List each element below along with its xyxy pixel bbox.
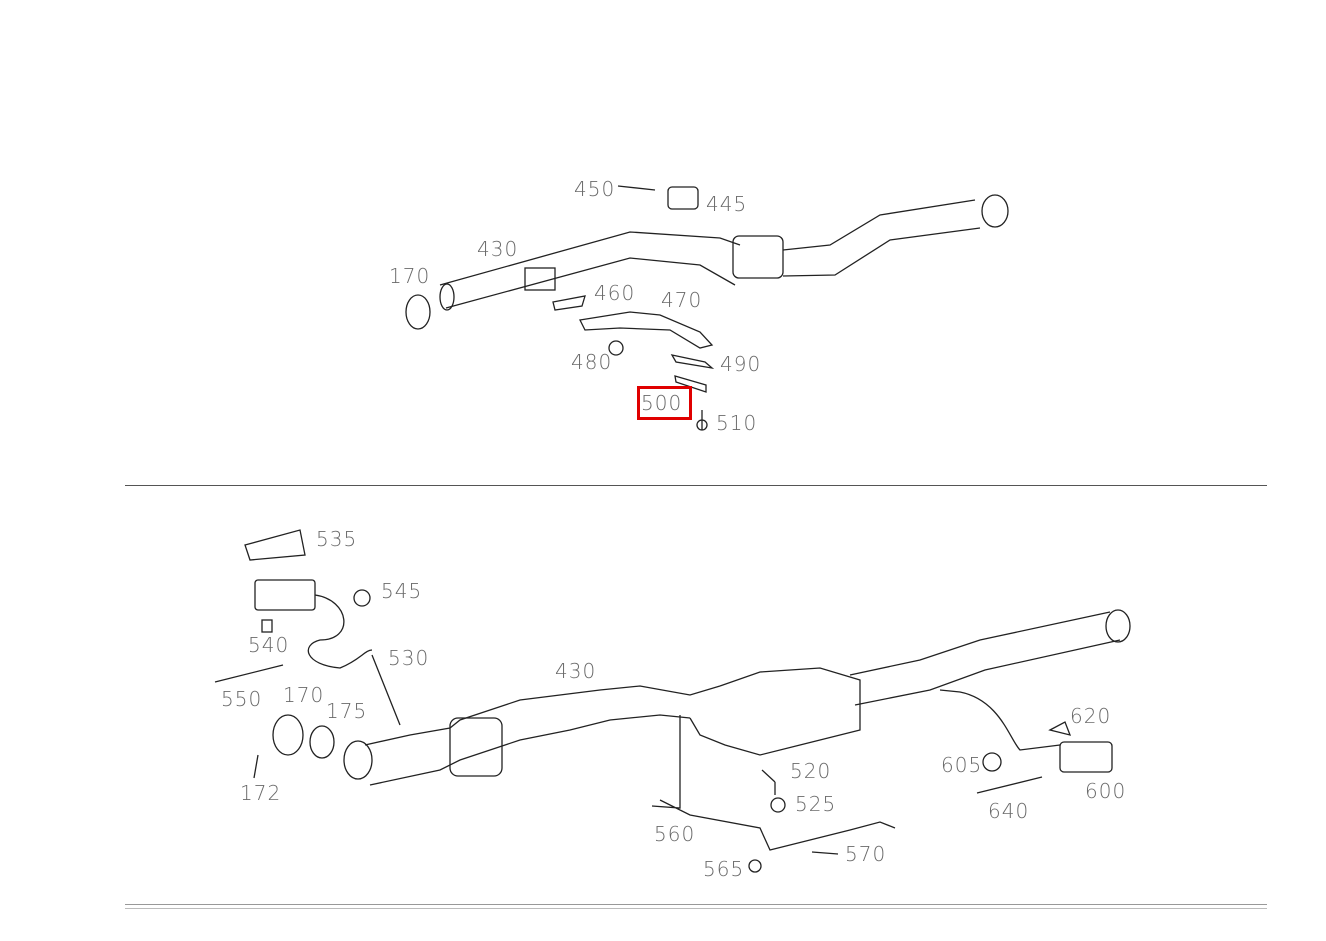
part-label-172[interactable]: 172 <box>240 781 282 805</box>
part-label-470[interactable]: 470 <box>661 288 703 312</box>
part-label-480[interactable]: 480 <box>571 350 613 374</box>
part-label-620[interactable]: 620 <box>1070 704 1112 728</box>
part-label-460[interactable]: 460 <box>594 281 636 305</box>
part-label-445[interactable]: 445 <box>706 192 748 216</box>
part-label-640[interactable]: 640 <box>988 799 1030 823</box>
selected-part-highlight <box>637 386 692 420</box>
part-label-430[interactable]: 430 <box>477 237 519 261</box>
part-label-560[interactable]: 560 <box>654 822 696 846</box>
part-label-430[interactable]: 430 <box>555 659 597 683</box>
part-label-510[interactable]: 510 <box>716 411 758 435</box>
part-label-565[interactable]: 565 <box>703 857 745 881</box>
part-label-535[interactable]: 535 <box>316 527 358 551</box>
section-divider <box>125 485 1267 486</box>
part-label-540[interactable]: 540 <box>248 633 290 657</box>
part-label-520[interactable]: 520 <box>790 759 832 783</box>
bottom-pipe-assembly <box>214 529 1131 873</box>
part-label-175[interactable]: 175 <box>326 699 368 723</box>
part-label-525[interactable]: 525 <box>795 792 837 816</box>
part-label-605[interactable]: 605 <box>941 753 983 777</box>
part-label-170[interactable]: 170 <box>389 264 431 288</box>
part-label-550[interactable]: 550 <box>221 687 263 711</box>
part-label-490[interactable]: 490 <box>720 352 762 376</box>
part-label-530[interactable]: 530 <box>388 646 430 670</box>
part-label-545[interactable]: 545 <box>381 579 423 603</box>
top-pipe-assembly <box>405 185 1009 431</box>
part-label-570[interactable]: 570 <box>845 842 887 866</box>
part-label-450[interactable]: 450 <box>574 177 616 201</box>
part-label-600[interactable]: 600 <box>1085 779 1127 803</box>
part-label-170[interactable]: 170 <box>283 683 325 707</box>
footer-rule <box>125 904 1267 909</box>
part-label-500-selected[interactable]: 500 <box>641 391 683 415</box>
